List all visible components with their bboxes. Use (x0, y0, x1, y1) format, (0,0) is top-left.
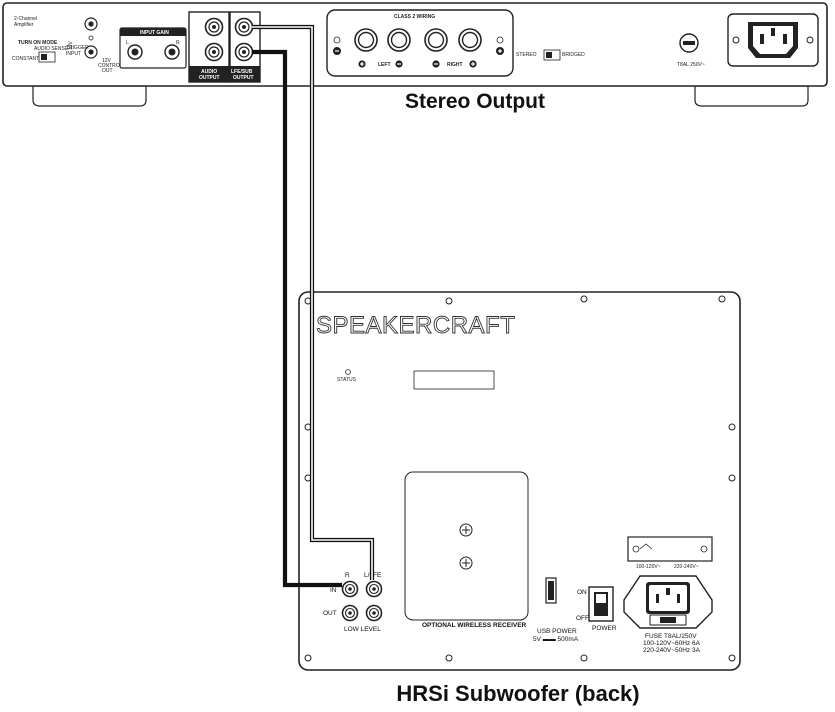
turn-on-mode-label: TURN ON MODE (18, 40, 58, 46)
low-level-in-l-lfe-jack[interactable] (365, 580, 383, 598)
class2-wiring-label: CLASS 2 WIRING (394, 14, 435, 20)
control-out-label: 12V (102, 58, 112, 64)
subwoofer-caption: HRSi Subwoofer (back) (396, 681, 639, 706)
control-out-label-2: CONTROL (98, 63, 123, 69)
right-channel-label: RIGHT (447, 62, 463, 68)
trigger-input-label-3: INPUT (66, 51, 81, 57)
lfe-output-label-2: OUTPUT (233, 75, 254, 81)
voltage-low-label: 100-120V~ (636, 564, 661, 570)
audio-output-label-2: OUTPUT (199, 75, 220, 81)
usb-spec-label: 5V ▬▬ 500mA (533, 636, 579, 643)
off-label: OFF (576, 615, 589, 622)
constant-label: CONSTANT (12, 56, 39, 62)
bridged-label: BRIDGED (562, 52, 585, 58)
fuse-rating-label: FUSE T8AL/250V (645, 633, 697, 640)
status-label: STATUS (337, 377, 357, 383)
fuse-label: T8AL 250V~ (677, 62, 705, 68)
trigger-input-label-2: TRIGGER (66, 45, 89, 51)
amplifier-rear-panel: 2-Channel Amplifier TURN ON MODE AUDIO S… (2, 2, 828, 107)
low-level-label: LOW LEVEL (344, 626, 381, 633)
amp-power-inlet[interactable] (727, 13, 819, 67)
fuse-rating-label-2: 100-120V~60Hz 6A (643, 640, 701, 647)
gain-right-label: R (176, 40, 180, 46)
speaker-terminal-panel (326, 9, 514, 77)
low-level-in-r-jack[interactable] (341, 580, 359, 598)
stereo-label: STEREO (516, 52, 537, 58)
fuse-rating-label-3: 220-240V~50Hz 3A (643, 647, 701, 654)
on-label: ON (577, 589, 587, 596)
trigger-led (88, 35, 94, 41)
subwoofer-power-inlet[interactable] (623, 575, 713, 629)
trigger-input-label: 12V (68, 40, 74, 50)
voltage-selector[interactable] (627, 536, 713, 562)
rca-cables (252, 24, 375, 588)
lfe-output-label: LFE/SUB (231, 69, 253, 75)
left-channel-label: LEFT (378, 62, 391, 68)
audio-output-label: AUDIO (201, 69, 217, 75)
in-label: IN (330, 587, 337, 594)
amplifier-caption: Stereo Output (405, 90, 545, 113)
model-label: 2-Channel (14, 16, 37, 22)
wireless-receiver-bay (404, 471, 529, 621)
serial-label-plate (413, 370, 495, 390)
low-level-out-r-jack[interactable] (341, 604, 359, 622)
input-gain-label: INPUT GAIN (140, 30, 169, 36)
audio-sense-label: AUDIO SENSE (34, 46, 69, 52)
speakercraft-logo: SPEAKERCRAFT (316, 312, 515, 339)
out-label: OUT (323, 610, 337, 617)
status-led (345, 369, 351, 375)
control-out-label-3: OUT (102, 68, 113, 74)
subwoofer-rear-panel: SPEAKERCRAFT STATUS OPTIONAL WIRELESS RE… (298, 291, 741, 671)
wireless-receiver-label: OPTIONAL WIRELESS RECEIVER (422, 622, 527, 629)
usb-power-label: USB POWER (537, 628, 577, 635)
model-label-2: Amplifier (14, 22, 34, 28)
low-level-out-l-jack[interactable] (365, 604, 383, 622)
right-channel-label: R (345, 572, 350, 579)
gain-left-label: L (126, 40, 129, 46)
voltage-high-label: 220-240V~ (674, 564, 699, 570)
power-label: POWER (592, 625, 617, 632)
